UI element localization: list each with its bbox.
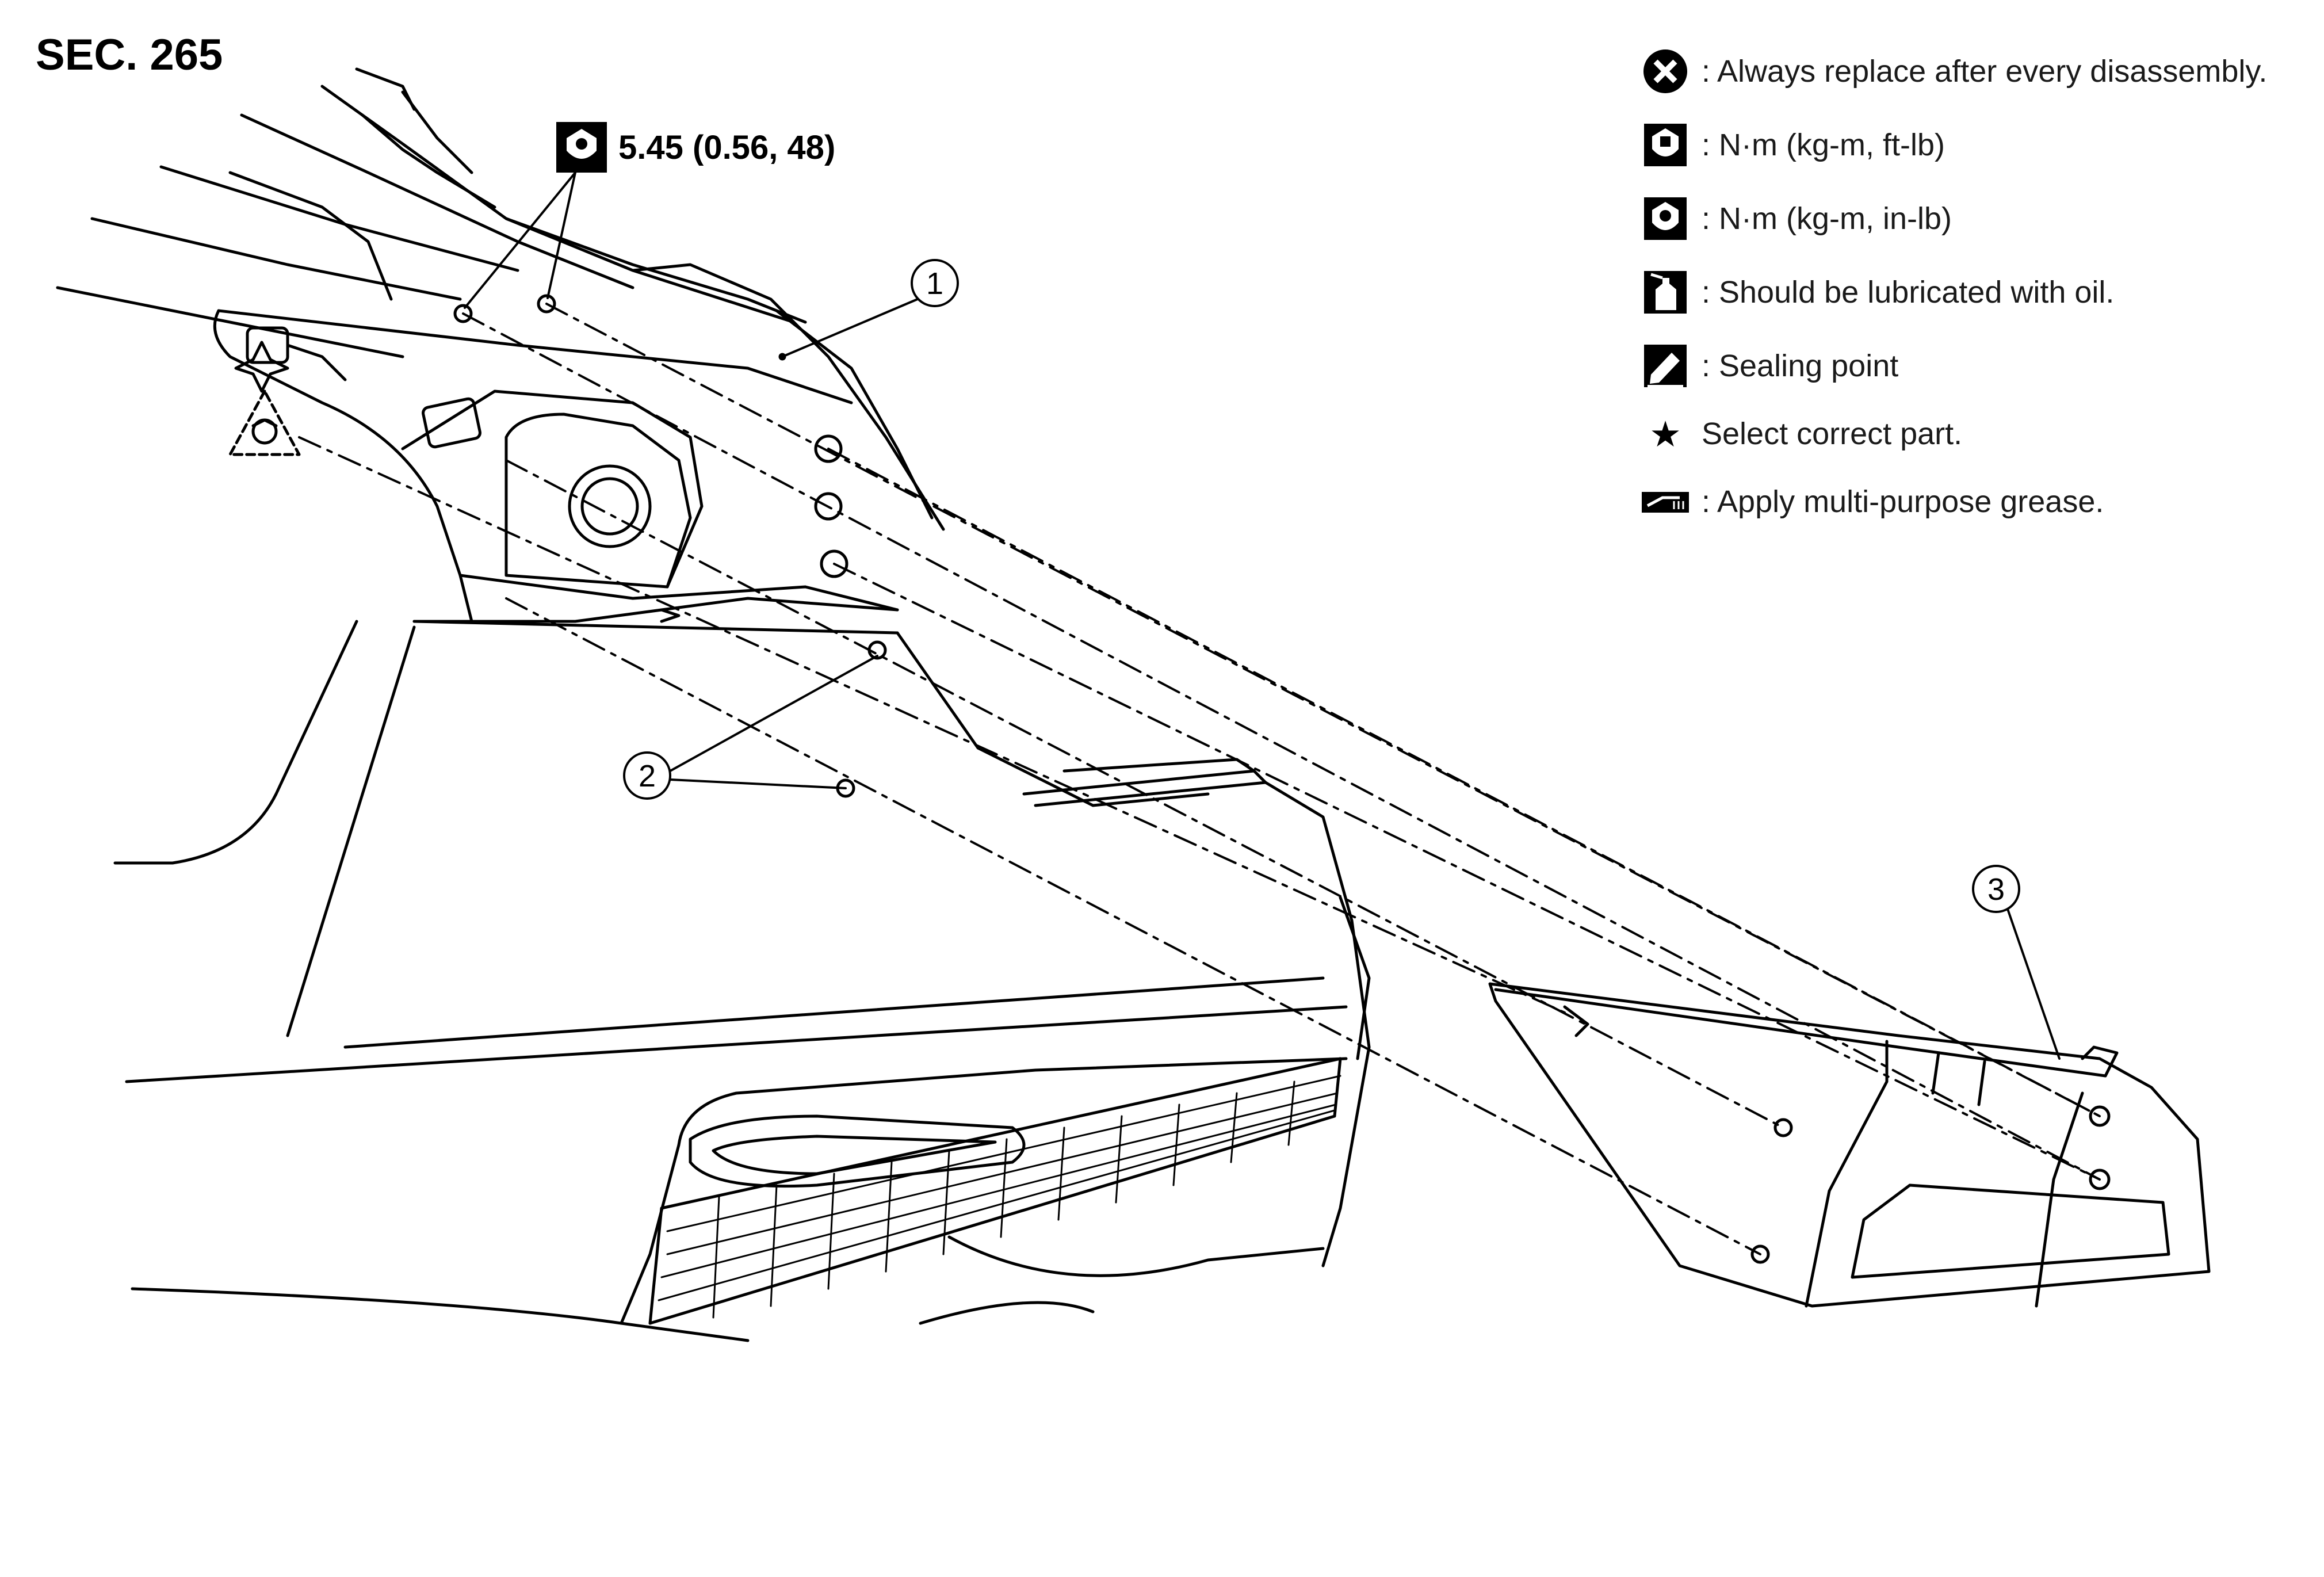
legend-text: : Apply multi-purpose grease. [1702, 484, 2104, 519]
rear-fog-lamp [689, 1114, 1026, 1188]
sealing-point-icon [1644, 345, 1687, 387]
legend-item-torque-ft-lb: : N·m (kg-m, ft-lb) [1639, 108, 2301, 182]
symbol-legend: : Always replace after every disassembly… [1639, 35, 2301, 539]
section-title: SEC. 265 [36, 30, 223, 79]
clip-reuse-triangle-icon [228, 341, 301, 456]
rear-combination-lamp [1488, 982, 2211, 1308]
legend-text: : Should be lubricated with oil. [1702, 275, 2115, 310]
callout-1-label: 1 [926, 266, 943, 301]
torque-in-lb-icon [1644, 197, 1687, 240]
rear-quarter-bumper [113, 620, 1371, 1342]
callout-1: 1 [778, 259, 959, 361]
torque-spec: 5.45 (0.56, 48) [555, 121, 835, 174]
legend-item-grease: : Apply multi-purpose grease. [1639, 465, 2301, 539]
legend-item-oil: : Should be lubricated with oil. [1639, 255, 2301, 329]
harness-connector [246, 326, 347, 381]
callout-3-label: 3 [1987, 872, 2005, 907]
legend-text: : Sealing point [1702, 349, 1899, 383]
torque-ft-lb-icon [1644, 124, 1687, 166]
star-icon: ★ [1649, 414, 1681, 455]
callout-2: 2 [623, 655, 878, 800]
body-lamp-opening [213, 309, 899, 623]
legend-text: Select correct part. [1702, 417, 1963, 451]
legend-text: : Always replace after every disassembly… [1702, 54, 2268, 89]
legend-text: : N·m (kg-m, ft-lb) [1702, 128, 1945, 162]
legend-text: : N·m (kg-m, in-lb) [1702, 201, 1952, 236]
bumper-diffuser [919, 1235, 1325, 1325]
torque-wrench-icon [556, 122, 607, 173]
grease-icon [1642, 492, 1689, 513]
callout-3: 3 [1972, 865, 2061, 1060]
lower-grille [648, 1057, 1342, 1325]
legend-item-select-part: ★ Select correct part. [1639, 403, 2301, 465]
oil-can-icon [1644, 271, 1687, 314]
always-replace-icon [1643, 49, 1687, 93]
legend-item-torque-in-lb: : N·m (kg-m, in-lb) [1639, 182, 2301, 255]
trunk-lid [56, 67, 945, 531]
legend-item-sealing: : Sealing point [1639, 329, 2301, 403]
callout-2-label: 2 [639, 759, 656, 793]
legend-item-always-replace: : Always replace after every disassembly… [1639, 35, 2301, 108]
exploded-view-lines [298, 303, 2101, 1255]
torque-leaders [464, 171, 576, 309]
torque-value: 5.45 (0.56, 48) [618, 128, 836, 166]
